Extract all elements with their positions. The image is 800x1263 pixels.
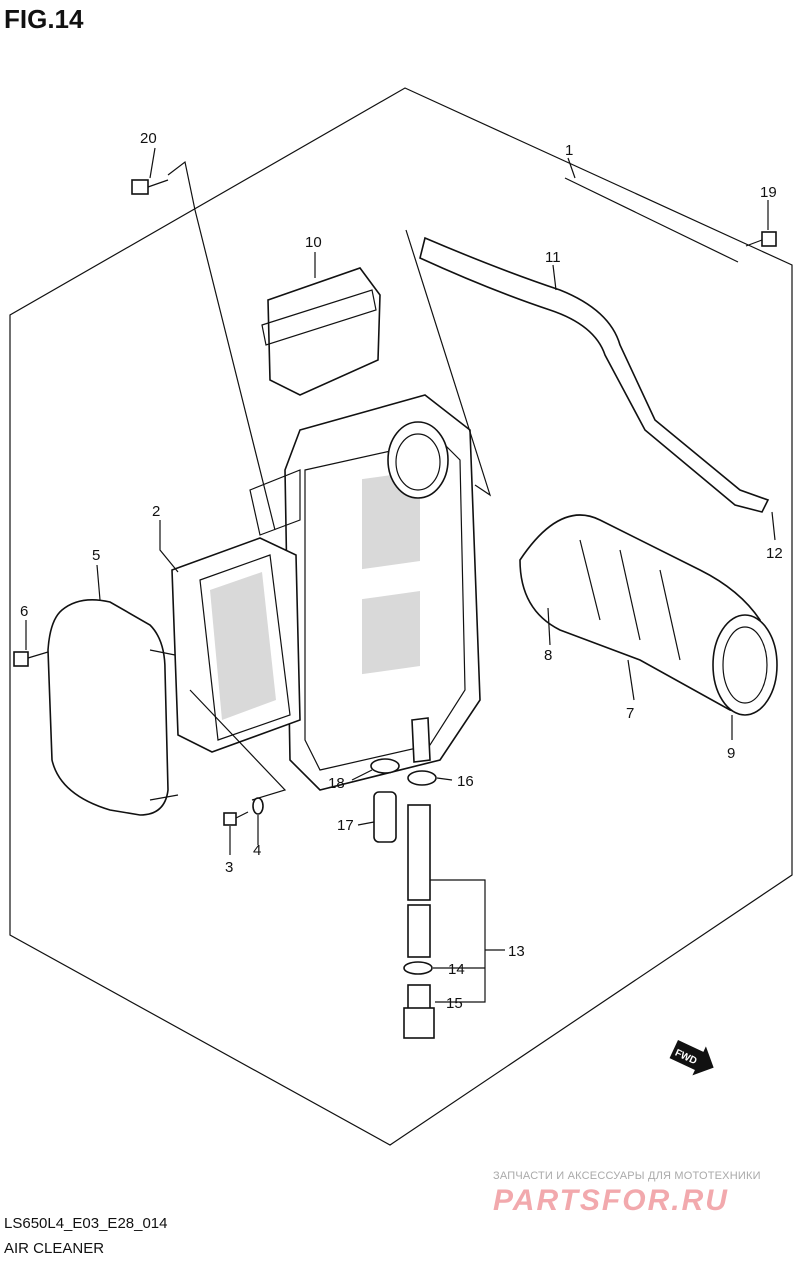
figure-title: FIG.14 <box>4 4 84 34</box>
callout-12: 12 <box>766 545 783 562</box>
callout-17: 17 <box>337 817 354 834</box>
callout-5: 5 <box>92 547 100 564</box>
callout-9: 9 <box>727 745 735 762</box>
model-code: LS650L4_E03_E28_014 <box>4 1215 168 1232</box>
callout-2: 2 <box>152 503 160 520</box>
callout-18: 18 <box>328 775 345 792</box>
watermark-brand-logo: PARTSFOR.RU <box>493 1184 729 1217</box>
callout-1: 1 <box>565 142 573 159</box>
callout-8: 8 <box>544 647 552 664</box>
washer-4 <box>252 797 264 815</box>
callout-3: 3 <box>225 859 233 876</box>
callout-10: 10 <box>305 234 322 251</box>
hose-11 <box>419 236 770 513</box>
diagram-caption: AIR CLEANER <box>4 1240 105 1257</box>
watermark-tagline: ЗАПЧАСТИ И АКСЕССУАРЫ ДЛЯ МОТОТЕХНИКИ <box>493 1170 761 1182</box>
callout-19: 19 <box>760 184 777 201</box>
air-cleaner-cover <box>47 599 179 816</box>
duct-10 <box>261 267 381 396</box>
callout-15: 15 <box>446 995 463 1012</box>
drain-parts <box>370 758 437 1039</box>
callout-13: 13 <box>508 943 525 960</box>
screw-6 <box>13 651 49 667</box>
fwd-direction-badge: FWD <box>669 1040 714 1076</box>
callout-14: 14 <box>448 961 465 978</box>
callout-7: 7 <box>626 705 634 722</box>
screw-3 <box>223 811 249 826</box>
leader-lines <box>25 147 776 1003</box>
callout-11: 11 <box>545 249 561 266</box>
bolt-19 <box>745 231 777 247</box>
callout-6: 6 <box>20 603 28 620</box>
filter-element <box>171 537 301 753</box>
bolt-20 <box>131 179 169 195</box>
air-cleaner-box <box>249 394 481 791</box>
callout-16: 16 <box>457 773 474 790</box>
callout-20: 20 <box>140 130 157 147</box>
inlet-tube <box>519 514 778 716</box>
assembly-boundary <box>9 87 793 1146</box>
callout-4: 4 <box>253 842 261 859</box>
